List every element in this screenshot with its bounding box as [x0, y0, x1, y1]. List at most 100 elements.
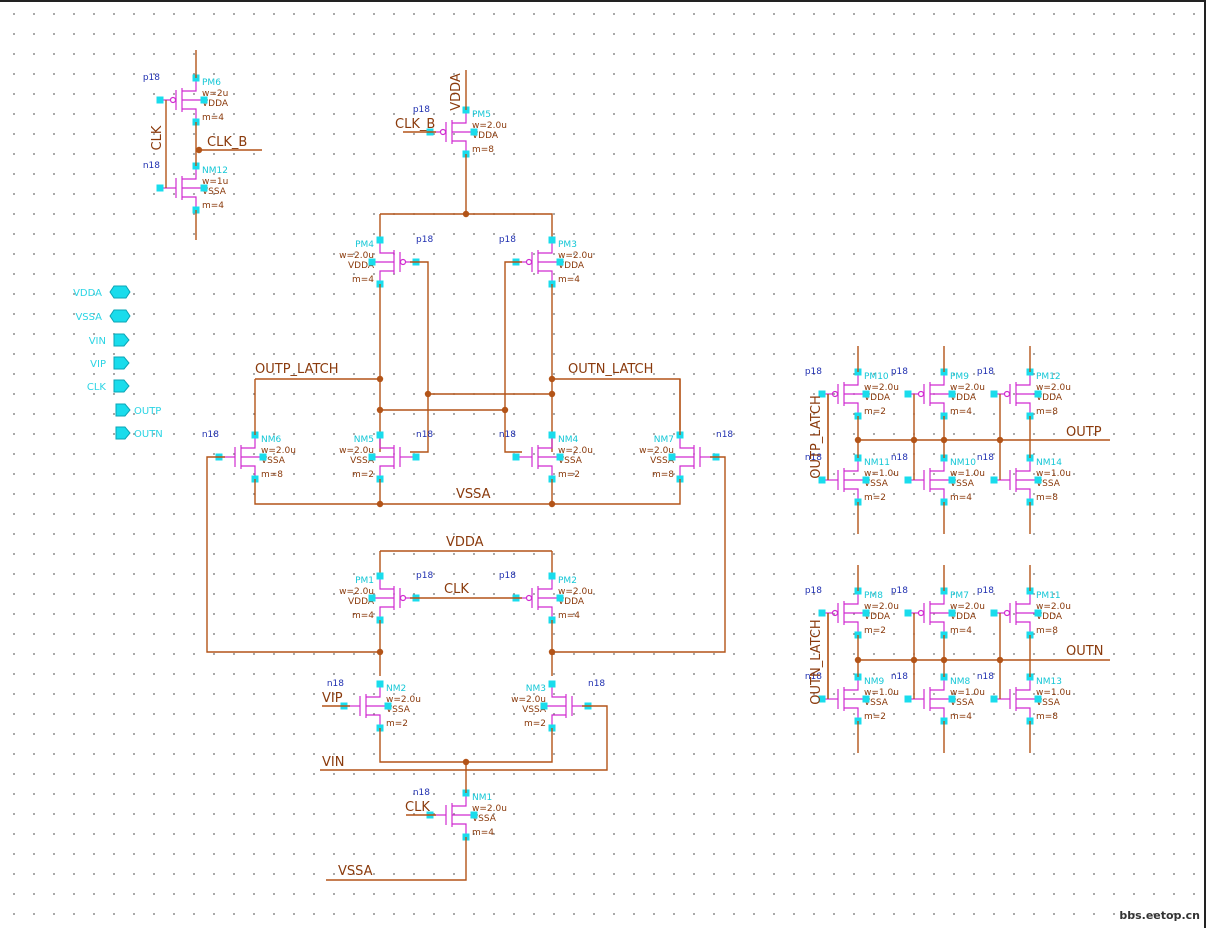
terminal-pin — [818, 609, 826, 617]
pin-label: VSSA — [75, 312, 102, 323]
mult-param: m=4 — [950, 407, 972, 417]
net-label-outp: OUTP — [1066, 425, 1102, 440]
body-net: VSSA — [950, 479, 975, 489]
pin-vin: VIN — [89, 333, 130, 347]
model-name: n18 — [977, 672, 994, 682]
junction-dot — [548, 648, 556, 656]
drain-lead — [930, 591, 945, 605]
terminal-pin — [818, 695, 826, 703]
body-net: VSSA — [202, 187, 227, 197]
terminal-pin — [376, 431, 384, 439]
source-lead — [930, 488, 945, 502]
width-param: w=2u — [202, 89, 228, 99]
body-net: VSSA — [261, 456, 286, 466]
mult-param: m=2 — [864, 626, 886, 636]
pin-label: OUTN — [134, 429, 163, 440]
mult-param: m=8 — [1036, 712, 1058, 722]
width-param: w=2.0u — [558, 251, 593, 261]
terminal-pin — [818, 476, 826, 484]
model-name: p18 — [805, 367, 822, 377]
drain-lead — [379, 576, 394, 590]
pin-symbol-input — [113, 356, 130, 370]
terminal-pin — [1034, 609, 1042, 617]
model-name: n18 — [716, 430, 733, 440]
terminal-pin — [376, 680, 384, 688]
mult-param: m=4 — [558, 611, 580, 621]
body-net: VSSA — [386, 705, 411, 715]
mult-param: m=4 — [950, 493, 972, 503]
width-param: w=2.0u — [339, 587, 374, 597]
net-label-clk-inv: CLK — [150, 125, 165, 150]
drain-lead — [241, 435, 256, 449]
net-wire — [410, 261, 429, 453]
net-wire — [552, 456, 726, 653]
junction-dot — [854, 656, 862, 664]
width-param: w=1.0u — [1036, 469, 1071, 479]
terminal-pin — [368, 453, 376, 461]
source-lead — [538, 606, 553, 620]
source-lead — [930, 707, 945, 721]
terminal-pin — [948, 609, 956, 617]
terminal-pin — [412, 453, 420, 461]
body-net: VSSA — [472, 814, 497, 824]
terminal-pin — [512, 453, 520, 461]
terminal-pin — [540, 702, 548, 710]
drain-lead — [538, 576, 553, 590]
gate-bubble — [917, 390, 925, 398]
pin-vip: VIP — [90, 356, 130, 370]
width-param: w=2.0u — [864, 602, 899, 612]
source-lead — [182, 196, 197, 210]
junction-dot — [548, 375, 556, 383]
pin-symbol-output — [115, 426, 131, 440]
model-name: p18 — [977, 367, 994, 377]
width-param: w=2.0u — [1036, 602, 1071, 612]
pin-label: VIP — [90, 359, 106, 370]
drain-lead — [379, 240, 394, 254]
instance-name: PM10 — [864, 372, 889, 382]
body-net: VSSA — [864, 479, 889, 489]
drain-lead — [679, 435, 694, 449]
model-name: p18 — [416, 571, 433, 581]
source-lead — [1016, 488, 1031, 502]
model-name: n18 — [891, 672, 908, 682]
width-param: w=2.0u — [472, 804, 507, 814]
net-label-clk-mid: CLK — [444, 582, 469, 597]
model-name: p18 — [891, 586, 908, 596]
model-name: p18 — [499, 235, 516, 245]
instance-name: NM12 — [202, 166, 228, 176]
terminal-pin — [862, 695, 870, 703]
terminal-pin — [200, 184, 208, 192]
instance-name: NM3 — [526, 684, 546, 694]
gate-bubble — [831, 609, 839, 617]
mult-param: m=2 — [864, 712, 886, 722]
mult-param: m=8 — [472, 145, 494, 155]
terminal-pin — [1034, 390, 1042, 398]
net-label-vip: VIP — [322, 691, 343, 706]
pin-outp: OUTP — [115, 403, 161, 417]
instance-name: PM11 — [1036, 591, 1061, 601]
mult-param: m=8 — [1036, 626, 1058, 636]
body-net: VSSA — [350, 456, 375, 466]
net-wire — [254, 479, 681, 505]
model-name: p18 — [805, 586, 822, 596]
junction-dot — [424, 390, 432, 398]
drain-lead — [930, 372, 945, 386]
body-net: VDDA — [202, 99, 229, 109]
gate-bubble — [525, 594, 533, 602]
gate-bubble — [831, 390, 839, 398]
width-param: w=1.0u — [950, 688, 985, 698]
body-net: VSSA — [522, 705, 547, 715]
width-param: w=2.0u — [639, 446, 674, 456]
